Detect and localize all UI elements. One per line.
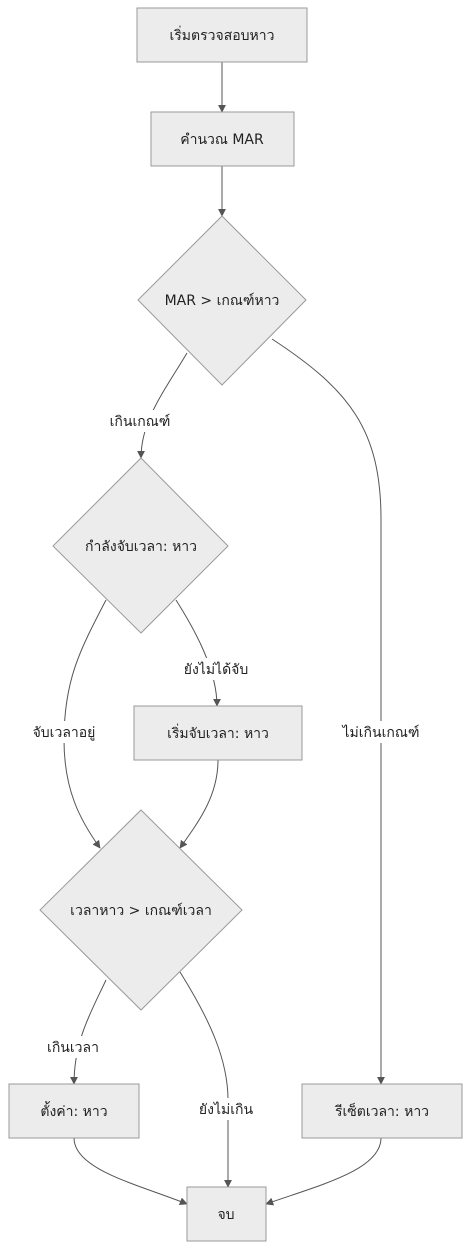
node-time-check-label: เวลาหาว > เกณฑ์เวลา [70, 902, 212, 919]
node-reset-timer-label: รีเซ็ตเวลา: หาว [334, 1102, 429, 1120]
node-mar-check: MAR > เกณฑ์หาว [137, 215, 307, 386]
edge-mar-to-timing [137, 352, 188, 459]
edge-label-not-exceed-threshold: ไม่เกินเกณฑ์ [342, 724, 420, 741]
edge-label-not-timing-yet: ยังไม่ได้จับ [184, 661, 249, 678]
node-timing-check: กำลังจับเวลา: หาว [52, 457, 229, 634]
node-set-value-label: ตั้งค่า: หาว [40, 1101, 107, 1120]
edge-label-exceed-threshold: เกินเกณฑ์ [110, 413, 171, 430]
node-timing-check-label: กำลังจับเวลา: หาว [85, 539, 197, 555]
label-bg-not-exceed [333, 721, 429, 743]
edge-timecheck-to-end [179, 971, 232, 1188]
label-bg-timing-active [22, 721, 106, 743]
node-calc-mar: คำนวณ MAR [150, 111, 295, 167]
edge-reset-to-end [265, 1137, 382, 1206]
node-start-timer-label: เริ่มจับเวลา: หาว [167, 724, 269, 742]
node-mar-check-label: MAR > เกณฑ์หาว [165, 292, 280, 309]
edge-timecheck-to-setvalue [70, 979, 107, 1085]
node-time-check: เวลาหาว > เกณฑ์เวลา [39, 809, 243, 1011]
node-start: เริ่มตรวจสอบหาว [136, 7, 308, 63]
node-end: จบ [186, 1186, 267, 1242]
edge-starttimer-to-timecheck [179, 759, 219, 849]
edge-labels: เกินเกณฑ์ ไม่เกินเกณฑ์ จับเวลาอยู่ ยังไม… [22, 410, 429, 1120]
node-reset-timer: รีเซ็ตเวลา: หาว [301, 1083, 463, 1139]
label-bg-exceed [100, 410, 180, 432]
edge-label-not-over-yet: ยังไม่เกิน [199, 1101, 254, 1118]
label-bg-not-over [192, 1098, 264, 1120]
node-set-value: ตั้งค่า: หาว [8, 1083, 140, 1139]
node-end-label: จบ [217, 1207, 234, 1223]
label-bg-not-timing [172, 658, 260, 680]
node-calc-mar-label: คำนวณ MAR [180, 132, 264, 148]
node-start-label: เริ่มตรวจสอบหาว [170, 26, 275, 44]
edge-label-timing-active: จับเวลาอยู่ [33, 725, 96, 741]
node-start-timer: เริ่มจับเวลา: หาว [133, 705, 303, 761]
edge-mar-to-reset [271, 338, 385, 1085]
edge-label-over-time: เกินเวลา [47, 1040, 99, 1056]
label-bg-over-time [38, 1036, 108, 1058]
edge-timing-to-starttimer [175, 599, 221, 707]
edge-setvalue-to-end [73, 1137, 188, 1206]
